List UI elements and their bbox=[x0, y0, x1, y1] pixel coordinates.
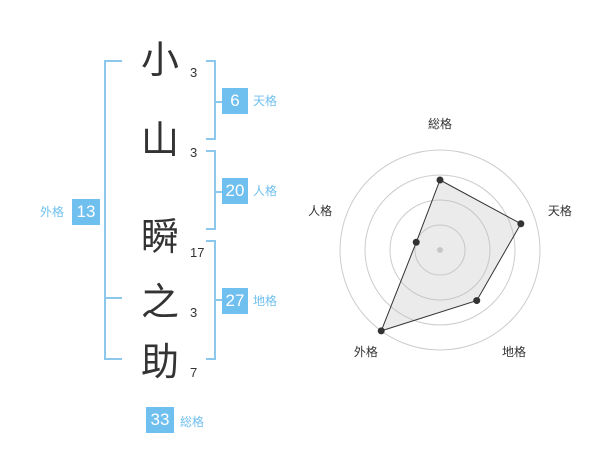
name-char-2: 山 bbox=[140, 118, 179, 162]
name-char-5: 助 bbox=[140, 340, 179, 384]
soukaku-badge: 33 bbox=[146, 407, 174, 433]
stroke-count-3: 17 bbox=[190, 245, 205, 260]
radar-rings bbox=[339, 149, 541, 351]
radar-point-3 bbox=[473, 297, 481, 305]
radar-point-2 bbox=[517, 220, 525, 228]
radar-point-4 bbox=[377, 327, 385, 335]
tenkaku-label: 天格 bbox=[253, 94, 278, 108]
soukaku-label: 総格 bbox=[180, 415, 205, 429]
chikaku-connector bbox=[214, 299, 222, 301]
stroke-count-5: 7 bbox=[190, 365, 198, 380]
tenkaku-connector bbox=[214, 101, 222, 103]
radar-axis-label-2: 天格 bbox=[548, 203, 572, 218]
name-char-3: 瞬 bbox=[140, 215, 179, 259]
tenkaku-badge: 6 bbox=[222, 88, 248, 114]
chikaku-label: 地格 bbox=[253, 294, 278, 308]
radar-center bbox=[437, 247, 443, 253]
stroke-count-1: 3 bbox=[190, 65, 198, 80]
jinkaku-connector bbox=[214, 191, 222, 193]
stroke-count-4: 3 bbox=[190, 305, 198, 320]
chikaku-badge: 27 bbox=[222, 288, 248, 314]
jinkaku-bracket bbox=[206, 150, 216, 230]
radar-point-1 bbox=[436, 176, 444, 184]
radar-axis-label-4: 外格 bbox=[354, 344, 378, 359]
gaikaku-middle-tick bbox=[104, 297, 122, 299]
gaikaku-bracket bbox=[104, 60, 122, 360]
radar-point-5 bbox=[412, 238, 420, 246]
gaikaku-label: 外格 bbox=[40, 205, 65, 219]
radar-ring-1 bbox=[414, 224, 466, 276]
radar-ring-2 bbox=[389, 199, 491, 301]
gaikaku-badge: 13 bbox=[72, 199, 100, 225]
radar-ring-4 bbox=[339, 149, 541, 351]
radar-ring-3 bbox=[364, 174, 516, 326]
radar-points bbox=[377, 176, 525, 335]
radar-axis-label-1: 総格 bbox=[428, 116, 452, 131]
jinkaku-badge: 20 bbox=[222, 178, 248, 204]
radar-polygon bbox=[380, 179, 522, 332]
tenkaku-bracket bbox=[206, 60, 216, 140]
radar-axis-label-5: 人格 bbox=[308, 203, 332, 218]
radar-axis-label-3: 地格 bbox=[502, 344, 526, 359]
name-char-4: 之 bbox=[140, 280, 179, 324]
stroke-count-2: 3 bbox=[190, 145, 198, 160]
name-char-1: 小 bbox=[140, 38, 179, 82]
jinkaku-label: 人格 bbox=[253, 184, 278, 198]
